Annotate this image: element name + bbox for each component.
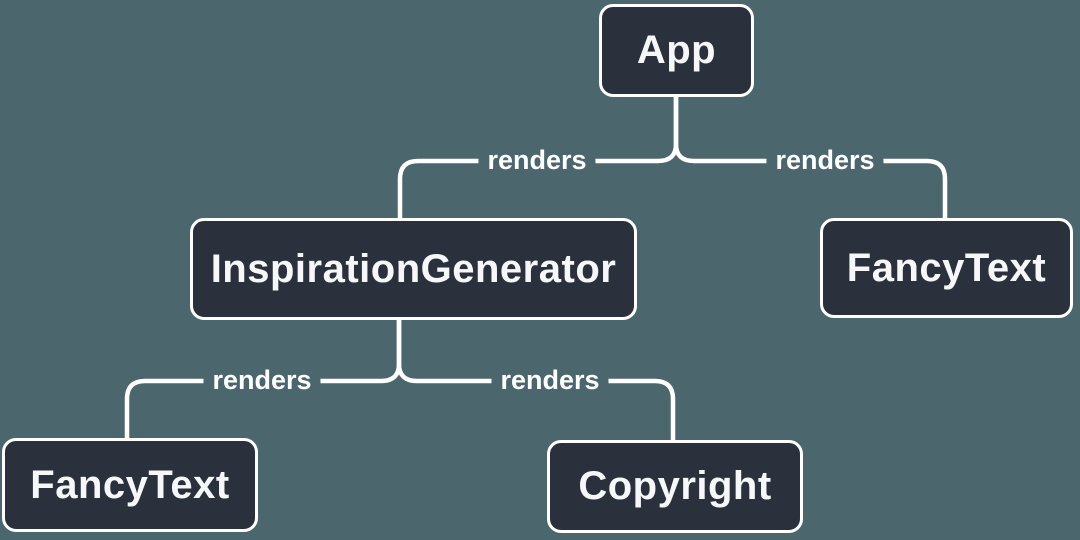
node-label: Copyright <box>578 464 772 508</box>
node-copyright: Copyright <box>547 440 803 533</box>
node-fancy-text-right: FancyText <box>820 218 1073 318</box>
edge-label-renders: renders <box>766 144 884 178</box>
edge-label-renders: renders <box>491 364 609 398</box>
node-inspiration-generator: InspirationGenerator <box>190 218 637 320</box>
node-label: FancyText <box>30 462 230 507</box>
node-label: App <box>636 28 717 72</box>
node-fancy-text-left: FancyText <box>2 438 258 532</box>
node-label: InspirationGenerator <box>210 246 617 291</box>
edge-label-renders: renders <box>203 364 321 398</box>
edge-label-renders: renders <box>478 144 596 178</box>
node-label: FancyText <box>846 245 1047 290</box>
node-app: App <box>599 4 754 97</box>
